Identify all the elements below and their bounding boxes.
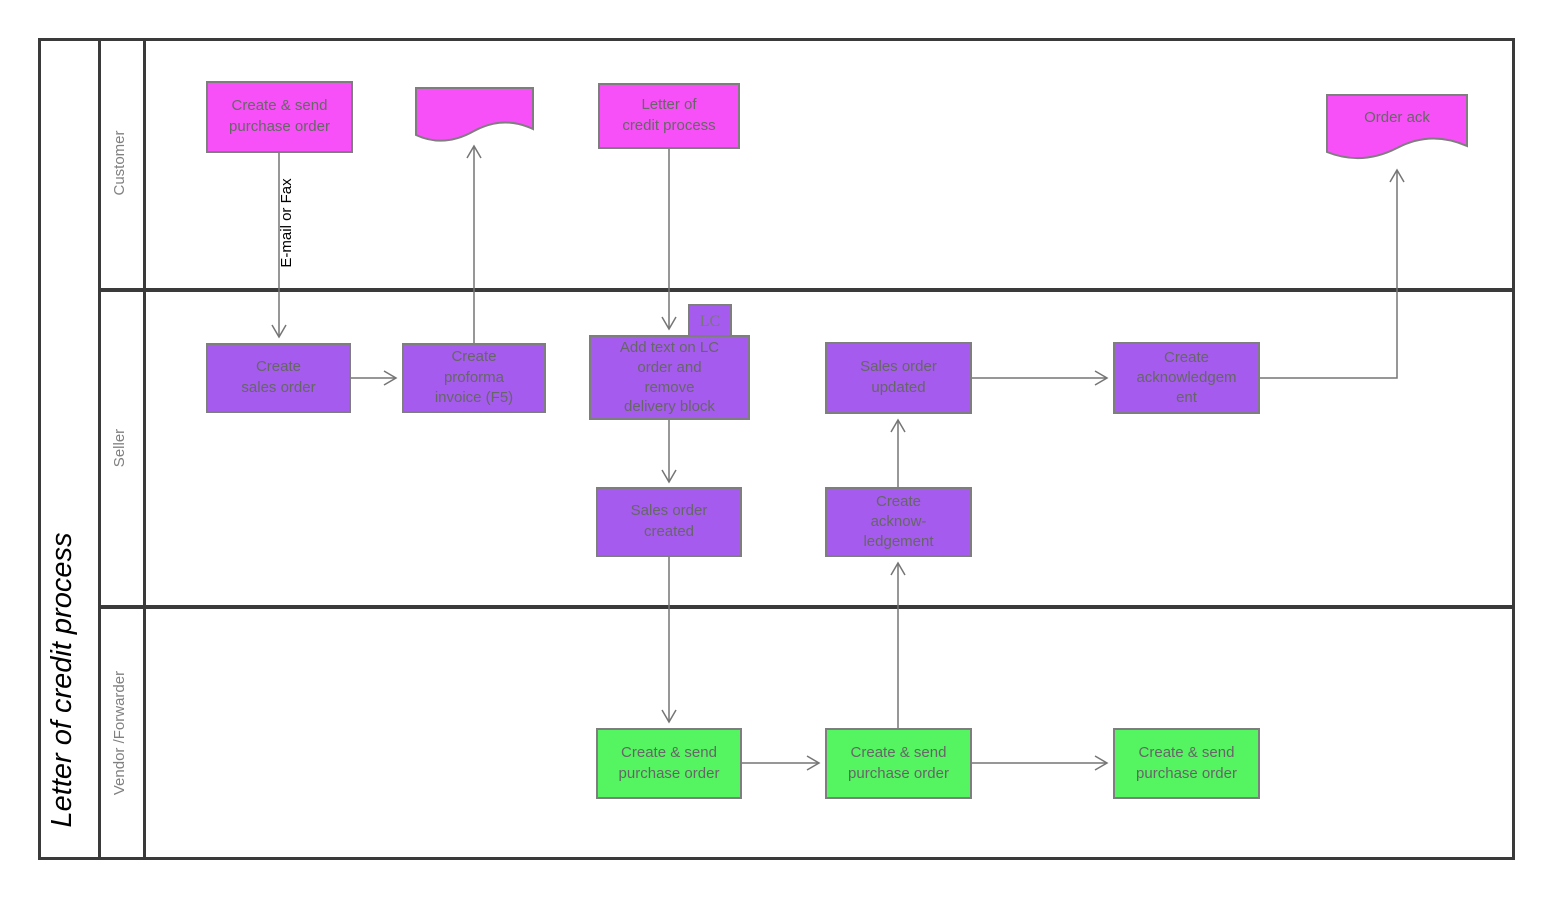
node-lc-tab: LC (688, 304, 732, 340)
document-label (415, 87, 534, 133)
document-shape (1326, 94, 1468, 160)
node-vendor-create-send-po-1: Create & send purchase order (596, 728, 742, 799)
node-create-acknowledgement-right: Create acknowledgem ent (1113, 342, 1260, 414)
node-letter-of-credit-process: Letter of credit process (598, 83, 740, 149)
node-sales-order-created: Sales order created (596, 487, 742, 557)
diagram-frame (38, 38, 1515, 860)
node-create-acknowledgement-mid: Create acknow- ledgement (825, 487, 972, 557)
lane-label-customer: Customer (111, 130, 128, 196)
node-sales-order-updated: Sales order updated (825, 342, 972, 414)
node-create-sales-order: Create sales order (206, 343, 351, 413)
node-add-text-on-lc-order: Add text on LC order and remove delivery… (589, 335, 750, 420)
node-create-proforma-invoice: Create proforma invoice (F5) (402, 343, 546, 413)
edge-label-email-or-fax: E-mail or Fax (278, 178, 295, 268)
label-column-divider (143, 38, 146, 860)
document-shape (415, 87, 534, 142)
lane-label-vendor-forwarder: Vendor /Forwarder (111, 670, 128, 796)
lane-label-seller: Seller (111, 428, 128, 468)
document-label: Order ack (1364, 108, 1430, 126)
lane-divider-seller-vendor (98, 605, 1515, 609)
node-customer-create-send-purchase-order: Create & send purchase order (206, 81, 353, 153)
node-vendor-create-send-po-3: Create & send purchase order (1113, 728, 1260, 799)
title-column-divider (98, 38, 101, 860)
lane-divider-customer-seller (98, 288, 1515, 292)
node-customer-document (415, 87, 534, 151)
diagram-title: Letter of credit process (46, 532, 78, 828)
node-vendor-create-send-po-2: Create & send purchase order (825, 728, 972, 799)
node-order-ack-document: Order ack (1326, 94, 1468, 168)
